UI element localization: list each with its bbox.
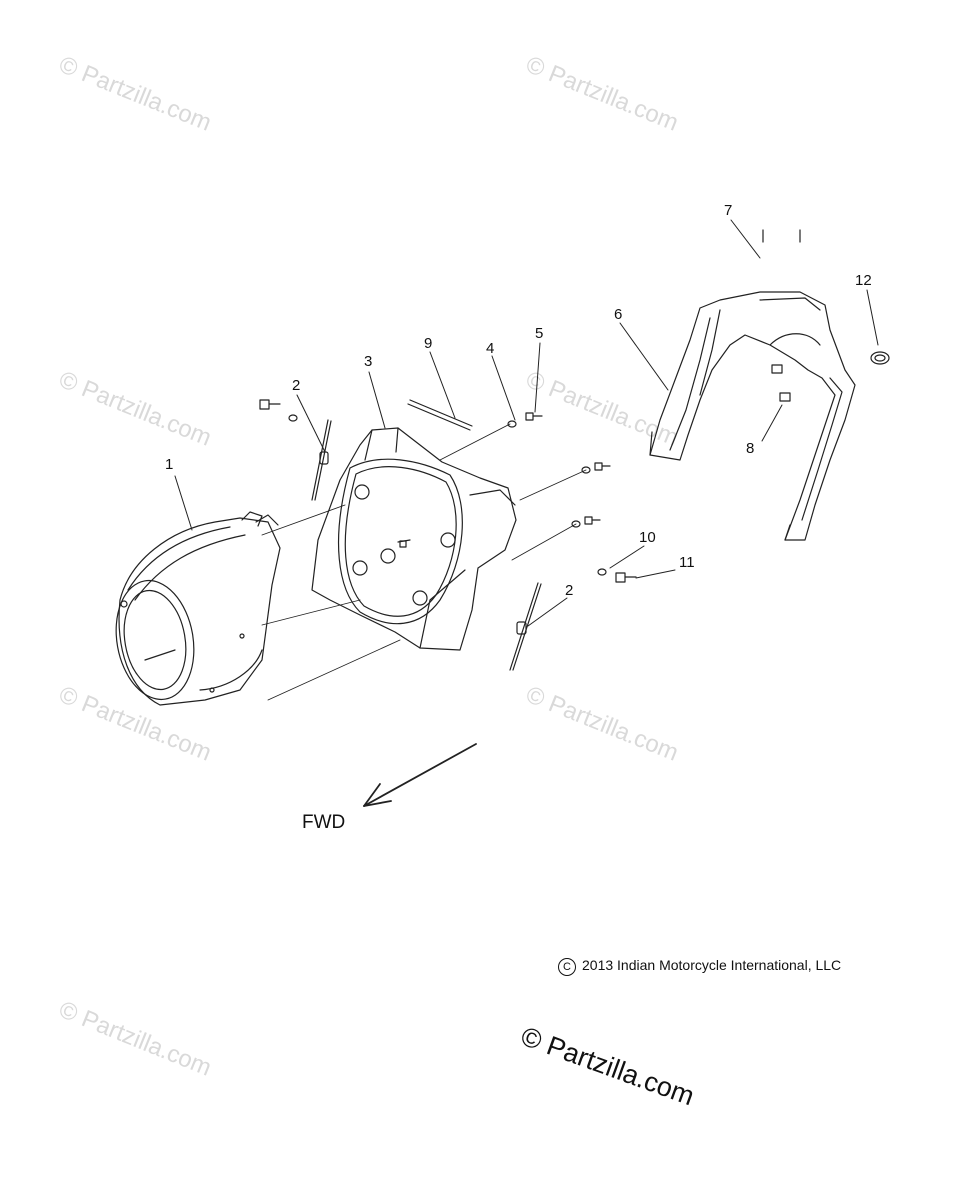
callout-11: 11 <box>679 554 695 571</box>
forward-label: FWD <box>302 812 346 833</box>
callout-10: 10 <box>639 529 656 546</box>
callout-1: 1 <box>165 456 174 473</box>
guide-lines <box>261 423 587 701</box>
rod-part <box>407 399 473 431</box>
callout-8: 8 <box>746 440 755 457</box>
fastener-parts <box>259 229 890 583</box>
mounting-bracket-part <box>311 427 517 651</box>
copyright-text: 2013 Indian Motorcycle International, LL… <box>582 957 842 973</box>
callout-6: 6 <box>614 306 623 323</box>
copyright-notice: C 2013 Indian Motorcycle International, L… <box>558 957 841 976</box>
callout-5: 5 <box>535 325 544 342</box>
leader-lines <box>174 219 879 627</box>
forward-arrow <box>363 743 477 807</box>
callout-12: 12 <box>855 272 872 289</box>
upper-cover-part <box>649 291 856 541</box>
copyright-symbol: C <box>558 958 576 976</box>
callout-2: 2 <box>292 377 301 394</box>
callout-7: 7 <box>724 202 733 219</box>
tie-strap-part <box>311 419 542 671</box>
callout-4: 4 <box>486 340 495 357</box>
callout-9: 9 <box>424 335 433 352</box>
headlight-nacelle-part <box>115 511 281 706</box>
callout-3: 3 <box>364 353 373 370</box>
callout-2-lower: 2 <box>565 582 574 599</box>
